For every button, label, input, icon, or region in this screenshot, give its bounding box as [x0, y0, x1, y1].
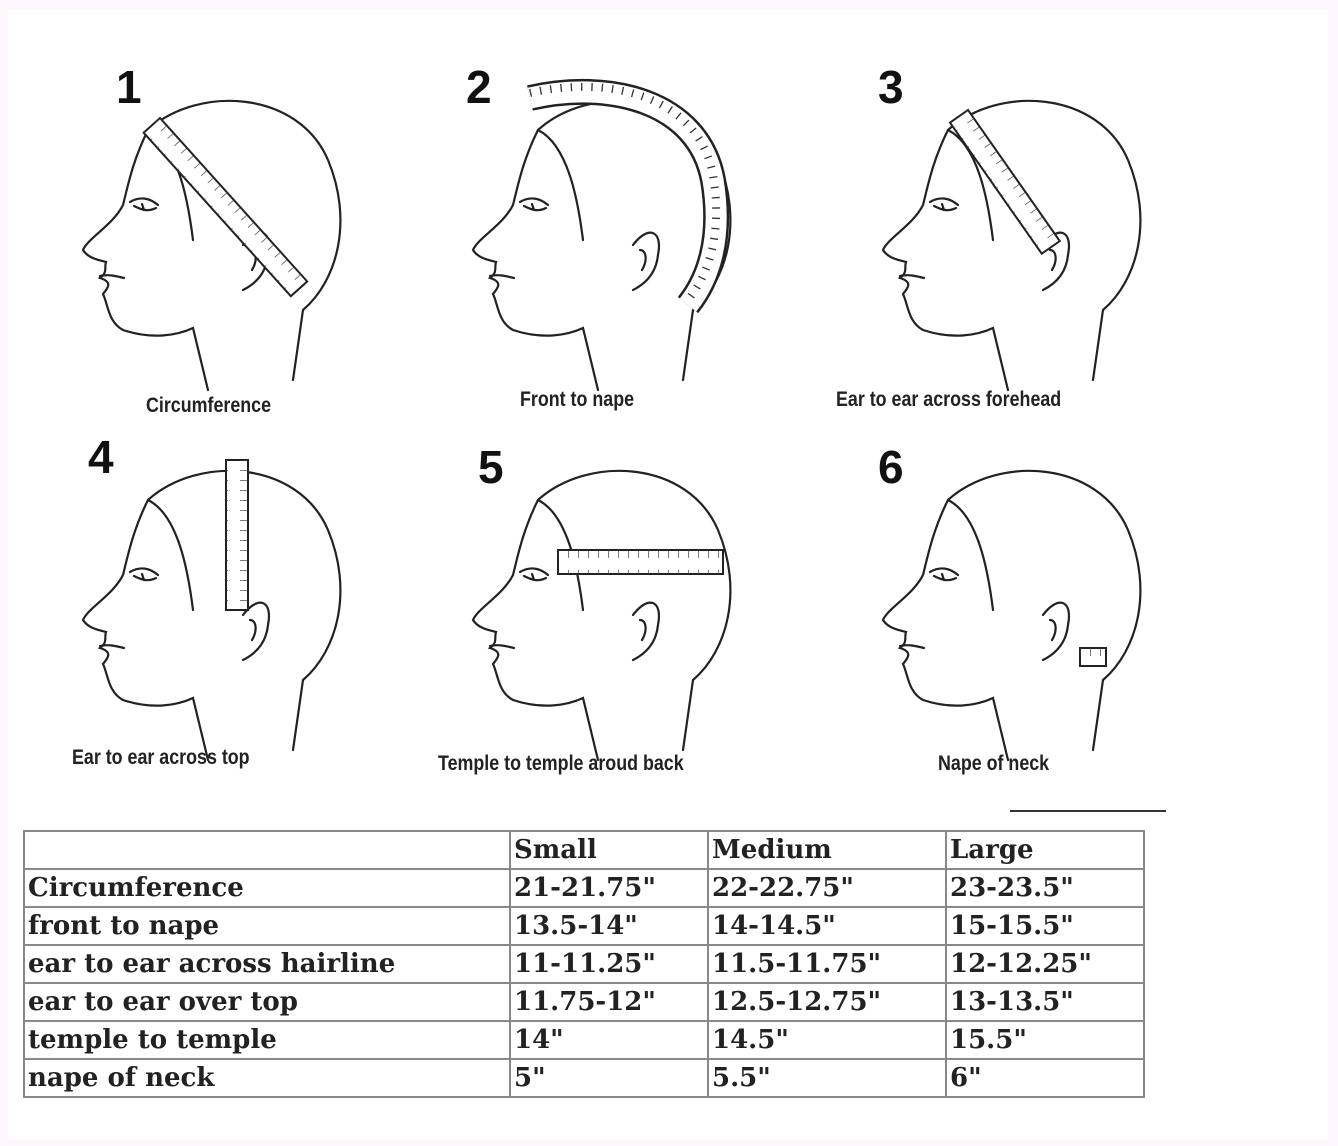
header-small: Small — [509, 830, 709, 870]
caption: Nape of neck — [938, 752, 1050, 775]
diagram-nape-of-neck: 6 Nape of neck — [848, 430, 1188, 775]
divider-line — [1010, 810, 1166, 812]
caption: Ear to ear across top — [72, 746, 250, 769]
caption: Temple to temple aroud back — [438, 752, 684, 775]
diagram-circumference: 1 Circumference — [48, 60, 388, 417]
cell-large: 15.5" — [945, 1020, 1145, 1060]
measuring-tape — [948, 108, 1062, 256]
step-number: 4 — [88, 431, 114, 483]
cell-small: 21-21.75" — [509, 868, 709, 908]
table-row: ear to ear across hairline 11-11.25" 11.… — [23, 944, 1145, 984]
cell-large: 13-13.5" — [945, 982, 1145, 1022]
diagram-ear-to-ear-forehead: 3 Ear to ear across forehead — [836, 60, 1188, 411]
cell-large: 6" — [945, 1058, 1145, 1098]
diagram-front-to-nape: 2 Front to nape — [438, 60, 778, 411]
step-number: 6 — [878, 441, 904, 493]
cell-large: 23-23.5" — [945, 868, 1145, 908]
cell-small: 14" — [509, 1020, 709, 1060]
size-table: Small Medium Large Circumference 21-21.7… — [23, 830, 1145, 1098]
measuring-tape — [225, 459, 249, 611]
cell-medium: 5.5" — [707, 1058, 947, 1098]
diagram-ear-to-ear-top: 4 Ear to ear across top — [48, 430, 388, 770]
size-chart-sheet: 1 Circumference 2 Front to nape 3 Ear to… — [8, 10, 1328, 1140]
head-illustration — [471, 78, 732, 392]
cell-small: 5" — [509, 1058, 709, 1098]
head-illustration — [81, 459, 342, 762]
caption: Ear to ear across forehead — [836, 388, 1062, 411]
row-label: ear to ear over top — [23, 982, 511, 1022]
table-header-row: Small Medium Large — [23, 830, 1145, 870]
measuring-tape — [1079, 647, 1107, 667]
step-number: 5 — [478, 441, 504, 493]
row-label: temple to temple — [23, 1020, 511, 1060]
table-row: ear to ear over top 11.75-12" 12.5-12.75… — [23, 982, 1145, 1022]
cell-medium: 14-14.5" — [707, 906, 947, 946]
row-label: Circumference — [23, 868, 511, 908]
head-illustration — [881, 99, 1142, 392]
measuring-tape — [557, 549, 724, 575]
row-label: nape of neck — [23, 1058, 511, 1098]
header-large: Large — [945, 830, 1145, 870]
head-illustration — [471, 469, 732, 762]
cell-small: 11.75-12" — [509, 982, 709, 1022]
table-row: nape of neck 5" 5.5" 6" — [23, 1058, 1145, 1098]
diagram-temple-to-temple: 5 Temple to temple aroud back — [438, 430, 778, 775]
measuring-tape — [142, 116, 309, 298]
cell-medium: 22-22.75" — [707, 868, 947, 908]
cell-large: 12-12.25" — [945, 944, 1145, 984]
cell-large: 15-15.5" — [945, 906, 1145, 946]
cell-small: 11-11.25" — [509, 944, 709, 984]
head-illustration — [81, 99, 342, 392]
step-number: 2 — [466, 61, 492, 113]
caption: Circumference — [146, 394, 272, 417]
caption: Front to nape — [520, 388, 635, 411]
table-row: front to nape 13.5-14" 14-14.5" 15-15.5" — [23, 906, 1145, 946]
cell-small: 13.5-14" — [509, 906, 709, 946]
cell-medium: 11.5-11.75" — [707, 944, 947, 984]
step-number: 3 — [878, 61, 904, 113]
head-illustration — [881, 469, 1142, 762]
table-row: temple to temple 14" 14.5" 15.5" — [23, 1020, 1145, 1060]
header-cell — [23, 830, 511, 870]
step-number: 1 — [116, 61, 142, 113]
header-medium: Medium — [707, 830, 947, 870]
table-row: Circumference 21-21.75" 22-22.75" 23-23.… — [23, 868, 1145, 908]
row-label: front to nape — [23, 906, 511, 946]
cell-medium: 12.5-12.75" — [707, 982, 947, 1022]
cell-medium: 14.5" — [707, 1020, 947, 1060]
row-label: ear to ear across hairline — [23, 944, 511, 984]
